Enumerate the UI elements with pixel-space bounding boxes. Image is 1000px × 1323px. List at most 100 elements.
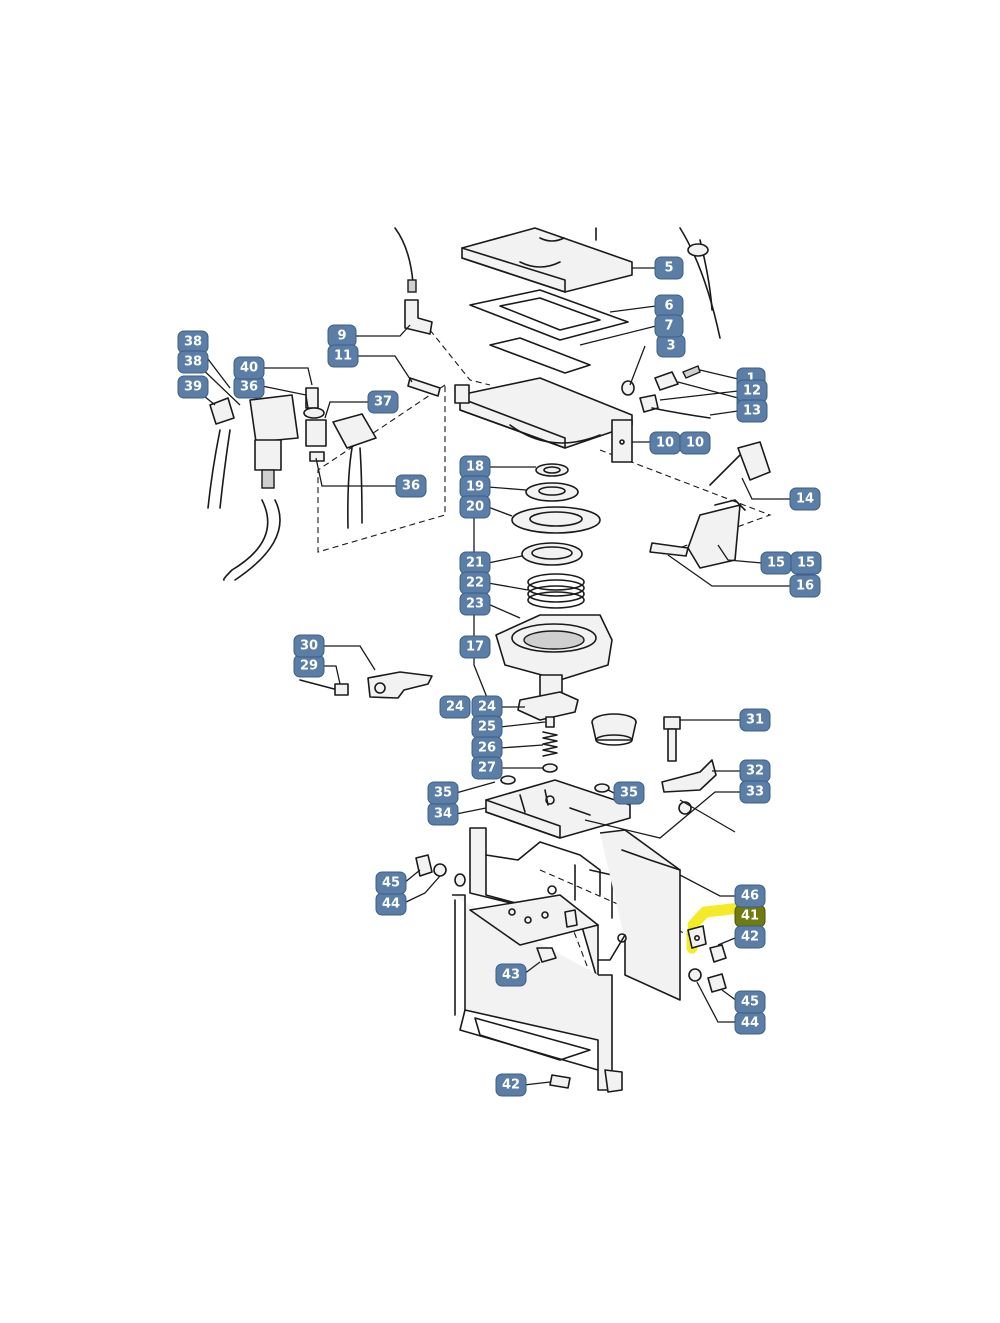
svg-text:13: 13 xyxy=(743,404,761,419)
label-12: 12 xyxy=(736,379,768,403)
svg-text:22: 22 xyxy=(466,576,484,591)
svg-text:27: 27 xyxy=(478,761,496,776)
label-20: 20 xyxy=(459,495,491,519)
svg-text:36: 36 xyxy=(402,479,420,494)
label-38-b: 38 xyxy=(177,350,209,374)
elbow-fitting xyxy=(404,299,433,335)
svg-text:41: 41 xyxy=(741,909,759,924)
label-39: 39 xyxy=(177,375,209,399)
svg-text:45: 45 xyxy=(741,995,759,1010)
svg-text:46: 46 xyxy=(741,889,759,904)
label-10-b: 10 xyxy=(679,431,711,455)
base-block xyxy=(485,775,631,839)
label-29: 29 xyxy=(293,654,325,678)
svg-text:12: 12 xyxy=(743,384,761,399)
svg-text:15: 15 xyxy=(767,556,785,571)
label-44-b: 44 xyxy=(734,1011,766,1035)
label-9: 9 xyxy=(327,324,357,348)
seal-stack xyxy=(495,463,613,681)
svg-text:38: 38 xyxy=(184,335,202,350)
main-housing xyxy=(452,827,681,1093)
part-labels: 1 3 4 5 6 7 9 10 10 11 12 13 14 15 15 16… xyxy=(177,256,822,1097)
svg-text:43: 43 xyxy=(502,968,520,983)
label-46: 46 xyxy=(734,884,766,908)
svg-text:34: 34 xyxy=(434,807,452,822)
svg-text:37: 37 xyxy=(374,395,392,410)
fasteners xyxy=(415,854,727,1089)
label-21: 21 xyxy=(459,551,491,575)
label-30: 30 xyxy=(293,634,325,658)
svg-text:7: 7 xyxy=(664,319,673,334)
svg-text:18: 18 xyxy=(466,460,484,475)
label-24-b: 24 xyxy=(471,695,503,719)
piston xyxy=(517,674,579,721)
label-24-a: 24 xyxy=(439,695,471,719)
label-23: 23 xyxy=(459,592,491,616)
screw-11 xyxy=(407,377,441,397)
svg-text:44: 44 xyxy=(741,1016,759,1031)
label-35-b: 35 xyxy=(613,781,645,805)
label-17: 17 xyxy=(459,635,491,659)
svg-text:35: 35 xyxy=(620,786,638,801)
label-16: 16 xyxy=(789,574,821,598)
label-11: 11 xyxy=(327,344,359,368)
svg-text:32: 32 xyxy=(746,764,764,779)
svg-text:5: 5 xyxy=(664,261,673,276)
label-25: 25 xyxy=(471,715,503,739)
svg-text:11: 11 xyxy=(334,349,352,364)
svg-text:19: 19 xyxy=(466,480,484,495)
svg-text:9: 9 xyxy=(337,329,346,344)
label-42-b: 42 xyxy=(495,1073,527,1097)
arm-right xyxy=(661,716,717,815)
svg-text:30: 30 xyxy=(300,639,318,654)
label-14: 14 xyxy=(789,487,821,511)
svg-text:1: 1 xyxy=(746,372,755,387)
label-13: 13 xyxy=(736,399,768,423)
body-block xyxy=(454,377,633,463)
label-32: 32 xyxy=(739,759,771,783)
label-22: 22 xyxy=(459,571,491,595)
svg-text:24: 24 xyxy=(478,700,496,715)
label-41-highlighted: 41 xyxy=(734,904,766,928)
label-42-a: 42 xyxy=(734,925,766,949)
svg-text:17: 17 xyxy=(466,640,484,655)
label-34: 34 xyxy=(427,802,459,826)
label-5: 5 xyxy=(654,256,684,280)
label-38-a: 38 xyxy=(177,330,209,354)
svg-text:26: 26 xyxy=(478,741,496,756)
label-19: 19 xyxy=(459,475,491,499)
label-15-b: 15 xyxy=(790,551,822,575)
svg-text:16: 16 xyxy=(796,579,814,594)
label-10-a: 10 xyxy=(649,431,681,455)
top-cover xyxy=(461,227,633,293)
label-26: 26 xyxy=(471,736,503,760)
svg-text:3: 3 xyxy=(666,339,675,354)
svg-text:39: 39 xyxy=(184,380,202,395)
svg-text:14: 14 xyxy=(796,492,814,507)
wires xyxy=(394,227,721,339)
svg-text:15: 15 xyxy=(797,556,815,571)
label-35-a: 35 xyxy=(427,781,459,805)
label-45-b: 45 xyxy=(734,990,766,1014)
gasket-plate xyxy=(469,289,629,374)
label-7: 7 xyxy=(654,314,684,338)
svg-text:42: 42 xyxy=(741,930,759,945)
small-fittings-right xyxy=(621,365,711,419)
svg-text:36: 36 xyxy=(240,380,258,395)
svg-text:10: 10 xyxy=(686,436,704,451)
svg-text:29: 29 xyxy=(300,659,318,674)
label-36-b: 36 xyxy=(395,474,427,498)
svg-text:23: 23 xyxy=(466,597,484,612)
svg-text:24: 24 xyxy=(446,700,464,715)
label-37: 37 xyxy=(367,390,399,414)
svg-text:10: 10 xyxy=(656,436,674,451)
switch-assembly xyxy=(649,441,771,569)
label-44-a: 44 xyxy=(375,892,407,916)
label-43: 43 xyxy=(495,963,527,987)
lever-left xyxy=(299,671,433,699)
label-27: 27 xyxy=(471,756,503,780)
svg-text:31: 31 xyxy=(746,713,764,728)
svg-text:21: 21 xyxy=(466,556,484,571)
svg-text:20: 20 xyxy=(466,500,484,515)
